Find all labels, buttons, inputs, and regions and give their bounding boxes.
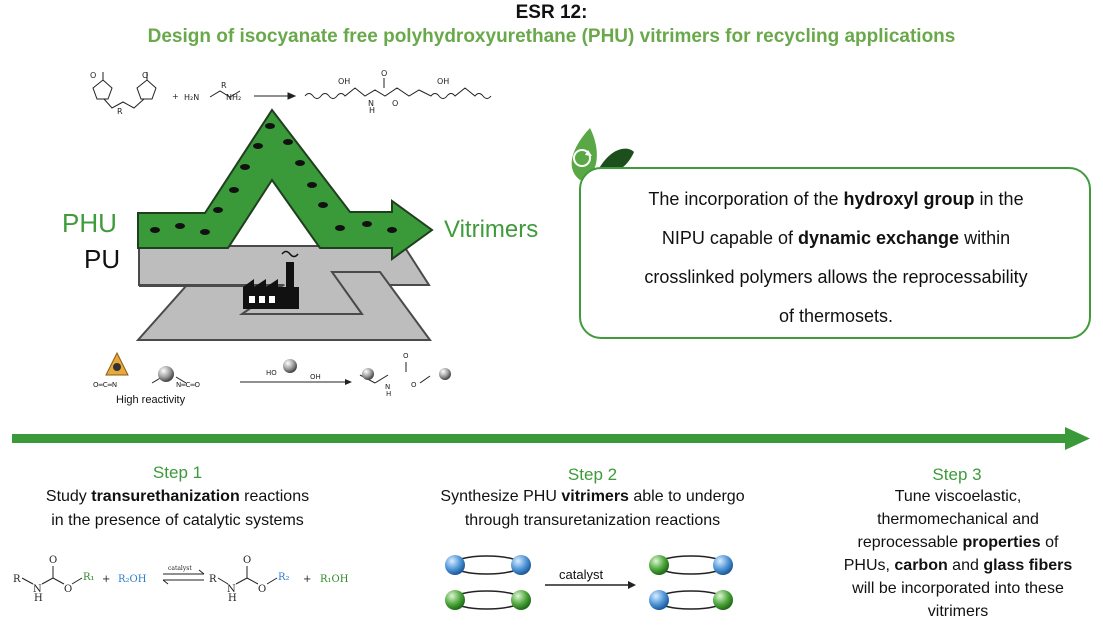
step2-text: Synthesize PHU vitrimers able to undergo… xyxy=(440,488,745,529)
r1-n: N xyxy=(33,584,42,595)
step1-text: Study transurethanization reactions in t… xyxy=(45,488,310,529)
timeline-arrow-shaft xyxy=(12,434,1075,443)
info-text: The incorporation of the hydroxyl group … xyxy=(596,180,1076,336)
info-box xyxy=(579,167,1091,339)
pu-label: PU xyxy=(84,244,121,274)
step2-heading: Step 2 xyxy=(567,465,618,484)
r1-o-top2: O xyxy=(243,555,251,566)
isocyanate-right: N═C═O xyxy=(176,381,201,389)
timeline-arrow-head xyxy=(1065,427,1090,450)
product-sphere-left xyxy=(362,368,374,380)
hazard-icon xyxy=(105,351,129,376)
info-line-3: crosslinked polymers allows the reproces… xyxy=(644,267,1028,287)
r1-plus2: + xyxy=(303,574,311,585)
reaction1-scheme xyxy=(21,566,278,585)
page-subtitle: Design of isocyanate free polyhydroxyure… xyxy=(147,26,956,47)
carbonate-ring-left xyxy=(92,79,113,100)
high-reactivity-label: High reactivity xyxy=(116,394,186,406)
phu-green-arrow xyxy=(137,108,434,261)
urethane-h: H xyxy=(386,390,391,398)
green-sphere xyxy=(511,590,531,610)
phu-oh-1: OH xyxy=(338,77,350,86)
carbonate-o-left: O xyxy=(90,71,96,80)
info-line-4: of thermosets. xyxy=(778,306,894,326)
r1-o2: O xyxy=(258,584,266,595)
isocyanate-left: O═C═N xyxy=(93,381,117,389)
info-line-2: NIPU capable of dynamic exchange within xyxy=(661,228,1011,248)
diol-ho: HO xyxy=(266,369,277,377)
carbonate-ring-right xyxy=(136,79,157,100)
r1-plus1: + xyxy=(102,574,110,585)
blue-sphere xyxy=(511,555,531,575)
carbonate-linker xyxy=(103,98,145,109)
reaction2-links xyxy=(451,555,727,610)
blue-sphere xyxy=(445,555,465,575)
amine-chain xyxy=(209,90,241,98)
phu-n: N xyxy=(368,99,374,108)
r1-r1: R₁ xyxy=(83,572,95,583)
blue-sphere xyxy=(649,590,669,610)
green-sphere xyxy=(713,590,733,610)
r1-h: H xyxy=(34,593,43,604)
phu-h: H xyxy=(369,106,375,115)
green-sphere xyxy=(445,590,465,610)
phu-chain xyxy=(304,87,492,99)
diol-oh: OH xyxy=(310,373,321,381)
amine-nh2: NH₂ xyxy=(226,93,241,102)
urethane-n: N xyxy=(385,383,390,391)
phu-o: O xyxy=(392,99,398,108)
step3-text: Tune viscoelastic, thermomechanical and … xyxy=(843,488,1073,620)
vitrimers-label: Vitrimers xyxy=(444,216,539,243)
r1-h2: H xyxy=(228,593,237,604)
green-sphere xyxy=(649,555,669,575)
top-plus: + xyxy=(172,92,179,101)
r1-o-top: O xyxy=(49,555,57,566)
top-arrow-head xyxy=(287,92,297,100)
r1-r2: R₂ xyxy=(278,572,290,583)
phu-label: PHU xyxy=(62,208,117,238)
r1-r1oh: R₁OH xyxy=(320,574,349,585)
page-title: ESR 12: xyxy=(515,2,588,23)
recycle-leaf-icon xyxy=(571,128,634,180)
step3-heading: Step 3 xyxy=(932,465,982,484)
carbonate-r: R xyxy=(117,107,123,116)
blue-sphere xyxy=(713,555,733,575)
amine-r: R xyxy=(221,81,227,90)
urethane-o: O xyxy=(411,381,417,389)
phu-oh-2: OH xyxy=(437,77,449,86)
isocyanate-sphere xyxy=(158,366,174,382)
urethane-o-top: O xyxy=(403,352,409,360)
carbonate-o-right: O xyxy=(142,71,148,80)
product-sphere-right xyxy=(439,368,451,380)
r1-o: O xyxy=(64,584,72,595)
info-line-1: The incorporation of the hydroxyl group … xyxy=(648,189,1024,209)
r1-r-right: R xyxy=(209,574,217,585)
r1-n2: N xyxy=(227,584,236,595)
phu-o-top: O xyxy=(381,69,387,78)
footprints xyxy=(150,123,397,235)
r1-r2oh: R₂OH xyxy=(118,574,147,585)
r1-r-left: R xyxy=(13,574,21,585)
reaction2-catalyst: catalyst xyxy=(559,567,603,582)
step1-heading: Step 1 xyxy=(152,463,203,482)
top-reaction-scheme xyxy=(92,72,492,109)
r1-catalyst: catalyst xyxy=(168,565,192,572)
factory-icon xyxy=(243,250,299,309)
amine-h2n: H₂N xyxy=(184,93,199,102)
diol-sphere xyxy=(283,359,297,373)
